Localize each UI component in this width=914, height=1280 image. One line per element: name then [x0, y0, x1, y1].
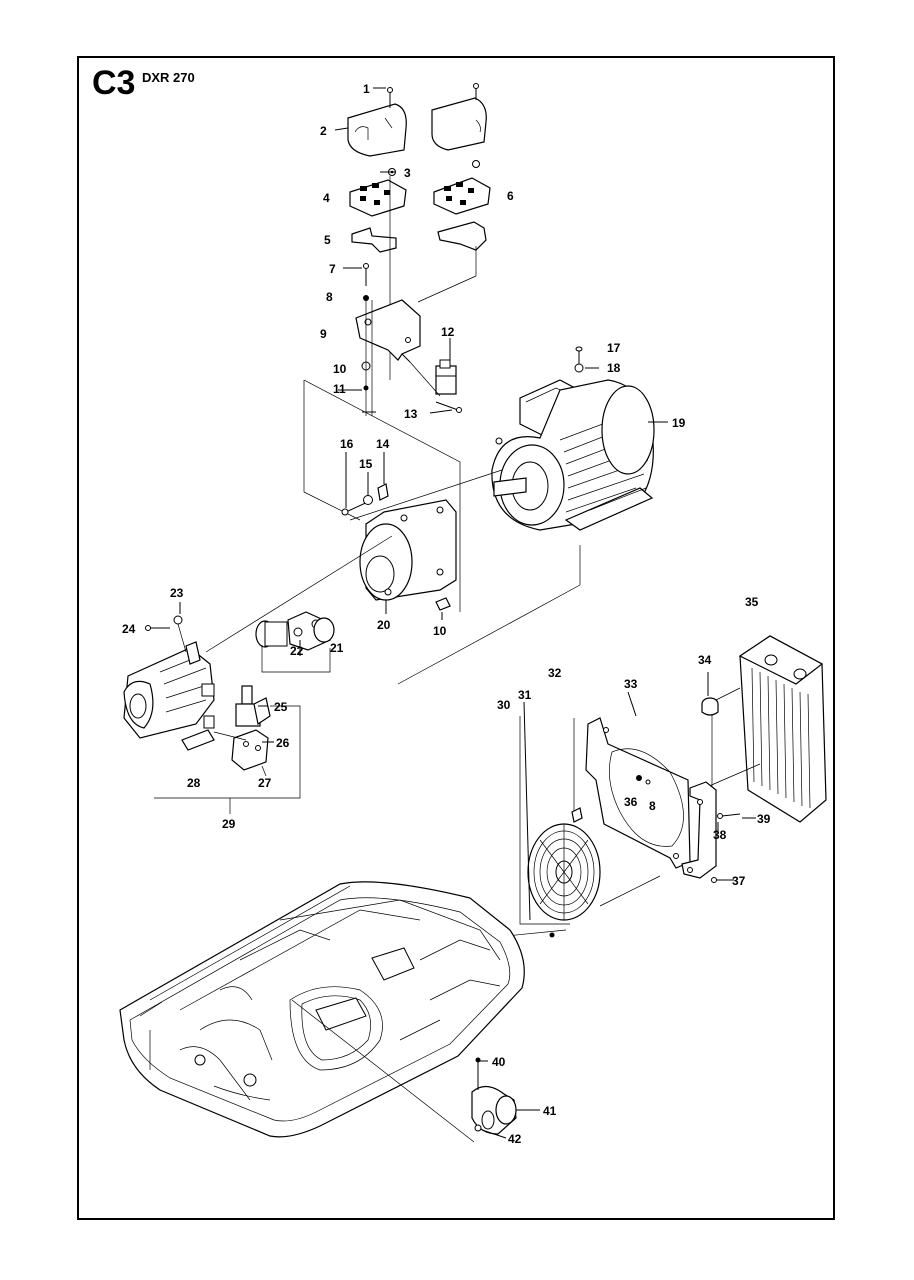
callout-29: 29	[222, 817, 236, 831]
page-code: C3	[92, 64, 136, 102]
callout-39: 39	[757, 812, 771, 826]
callout-4: 4	[323, 191, 330, 205]
switch-12	[435, 359, 457, 395]
washer-42	[474, 1124, 482, 1132]
callout-38: 38	[713, 828, 727, 842]
callout-3: 3	[404, 166, 411, 180]
nut-8	[363, 295, 369, 301]
washer-right	[472, 160, 480, 168]
cooling-fan-30	[527, 823, 601, 921]
bracket-37	[681, 781, 717, 879]
bolt-40	[475, 1057, 481, 1090]
callout-16: 16	[340, 437, 354, 451]
callout-7: 7	[329, 262, 336, 276]
oil-radiator-35	[738, 635, 827, 823]
callout-32: 32	[548, 666, 562, 680]
callout-8b: 8	[649, 799, 656, 813]
callout-21: 21	[330, 641, 344, 655]
callout-2: 2	[320, 124, 327, 138]
terminal-block-6	[433, 177, 491, 215]
callout-10: 10	[333, 362, 347, 376]
callout-42: 42	[508, 1132, 522, 1146]
callout-11: 11	[333, 382, 346, 396]
callout-6: 6	[507, 189, 514, 203]
callout-41: 41	[543, 1104, 557, 1118]
callout-27: 27	[258, 776, 272, 790]
callout-40: 40	[492, 1055, 506, 1069]
screw-39	[717, 813, 741, 819]
callout-20: 20	[377, 618, 391, 632]
machine-chassis	[119, 881, 525, 1138]
bolt-7	[363, 263, 369, 286]
callout-24: 24	[122, 622, 136, 636]
cap-34	[701, 697, 719, 716]
screw-right-top	[473, 83, 479, 100]
cover-right	[431, 97, 487, 151]
callout-1: 1	[363, 82, 370, 96]
callout-8: 8	[326, 290, 333, 304]
model-name: DXR 270	[142, 70, 195, 85]
washer-18	[574, 363, 584, 373]
callout-34: 34	[698, 653, 712, 667]
callout-37: 37	[732, 874, 746, 888]
screw-13	[435, 401, 462, 413]
callout-25: 25	[274, 700, 288, 714]
callout-31: 31	[518, 688, 532, 702]
bracket-9	[355, 299, 421, 363]
filter-41	[471, 1085, 517, 1135]
solenoid-valve	[235, 685, 271, 727]
terminal-block-4	[349, 179, 407, 217]
callout-17: 17	[607, 341, 621, 355]
callout-36: 36	[624, 795, 638, 809]
callout-15: 15	[359, 457, 373, 471]
block-26	[231, 729, 269, 771]
callout-30: 30	[497, 698, 511, 712]
callout-26: 26	[276, 736, 290, 750]
screw-24	[145, 625, 170, 631]
callout-23: 23	[170, 586, 184, 600]
gasket-5	[351, 227, 397, 253]
callout-33: 33	[624, 677, 638, 691]
callout-13: 13	[404, 407, 418, 421]
callout-28: 28	[187, 776, 201, 790]
callout-12: 12	[441, 325, 455, 339]
callout-10b: 10	[433, 624, 447, 638]
callout-19: 19	[672, 416, 686, 430]
nut-8b	[645, 779, 651, 785]
washer-15	[363, 495, 373, 505]
callout-5: 5	[324, 233, 331, 247]
cover-left	[347, 103, 407, 157]
bell-housing-20	[359, 499, 457, 601]
callout-35: 35	[745, 595, 759, 609]
callout-9: 9	[320, 327, 327, 341]
gasket-right	[437, 221, 487, 251]
washer-23	[173, 615, 183, 625]
callout-14: 14	[376, 437, 390, 451]
coupling-22	[255, 611, 335, 651]
nut-lower-fan	[549, 932, 555, 938]
fitting-28	[181, 715, 215, 751]
screw-1	[387, 87, 393, 108]
bracket-32	[571, 807, 583, 823]
washer-36	[636, 775, 642, 781]
nut-10-lower	[435, 597, 451, 611]
diagram-frame	[77, 56, 835, 1220]
hydraulic-pump	[123, 641, 215, 739]
electric-motor-19	[491, 379, 655, 531]
clip-14	[377, 483, 389, 501]
fan-shroud-33	[585, 717, 691, 869]
callout-22: 22	[290, 644, 304, 658]
callout-18: 18	[607, 361, 621, 375]
